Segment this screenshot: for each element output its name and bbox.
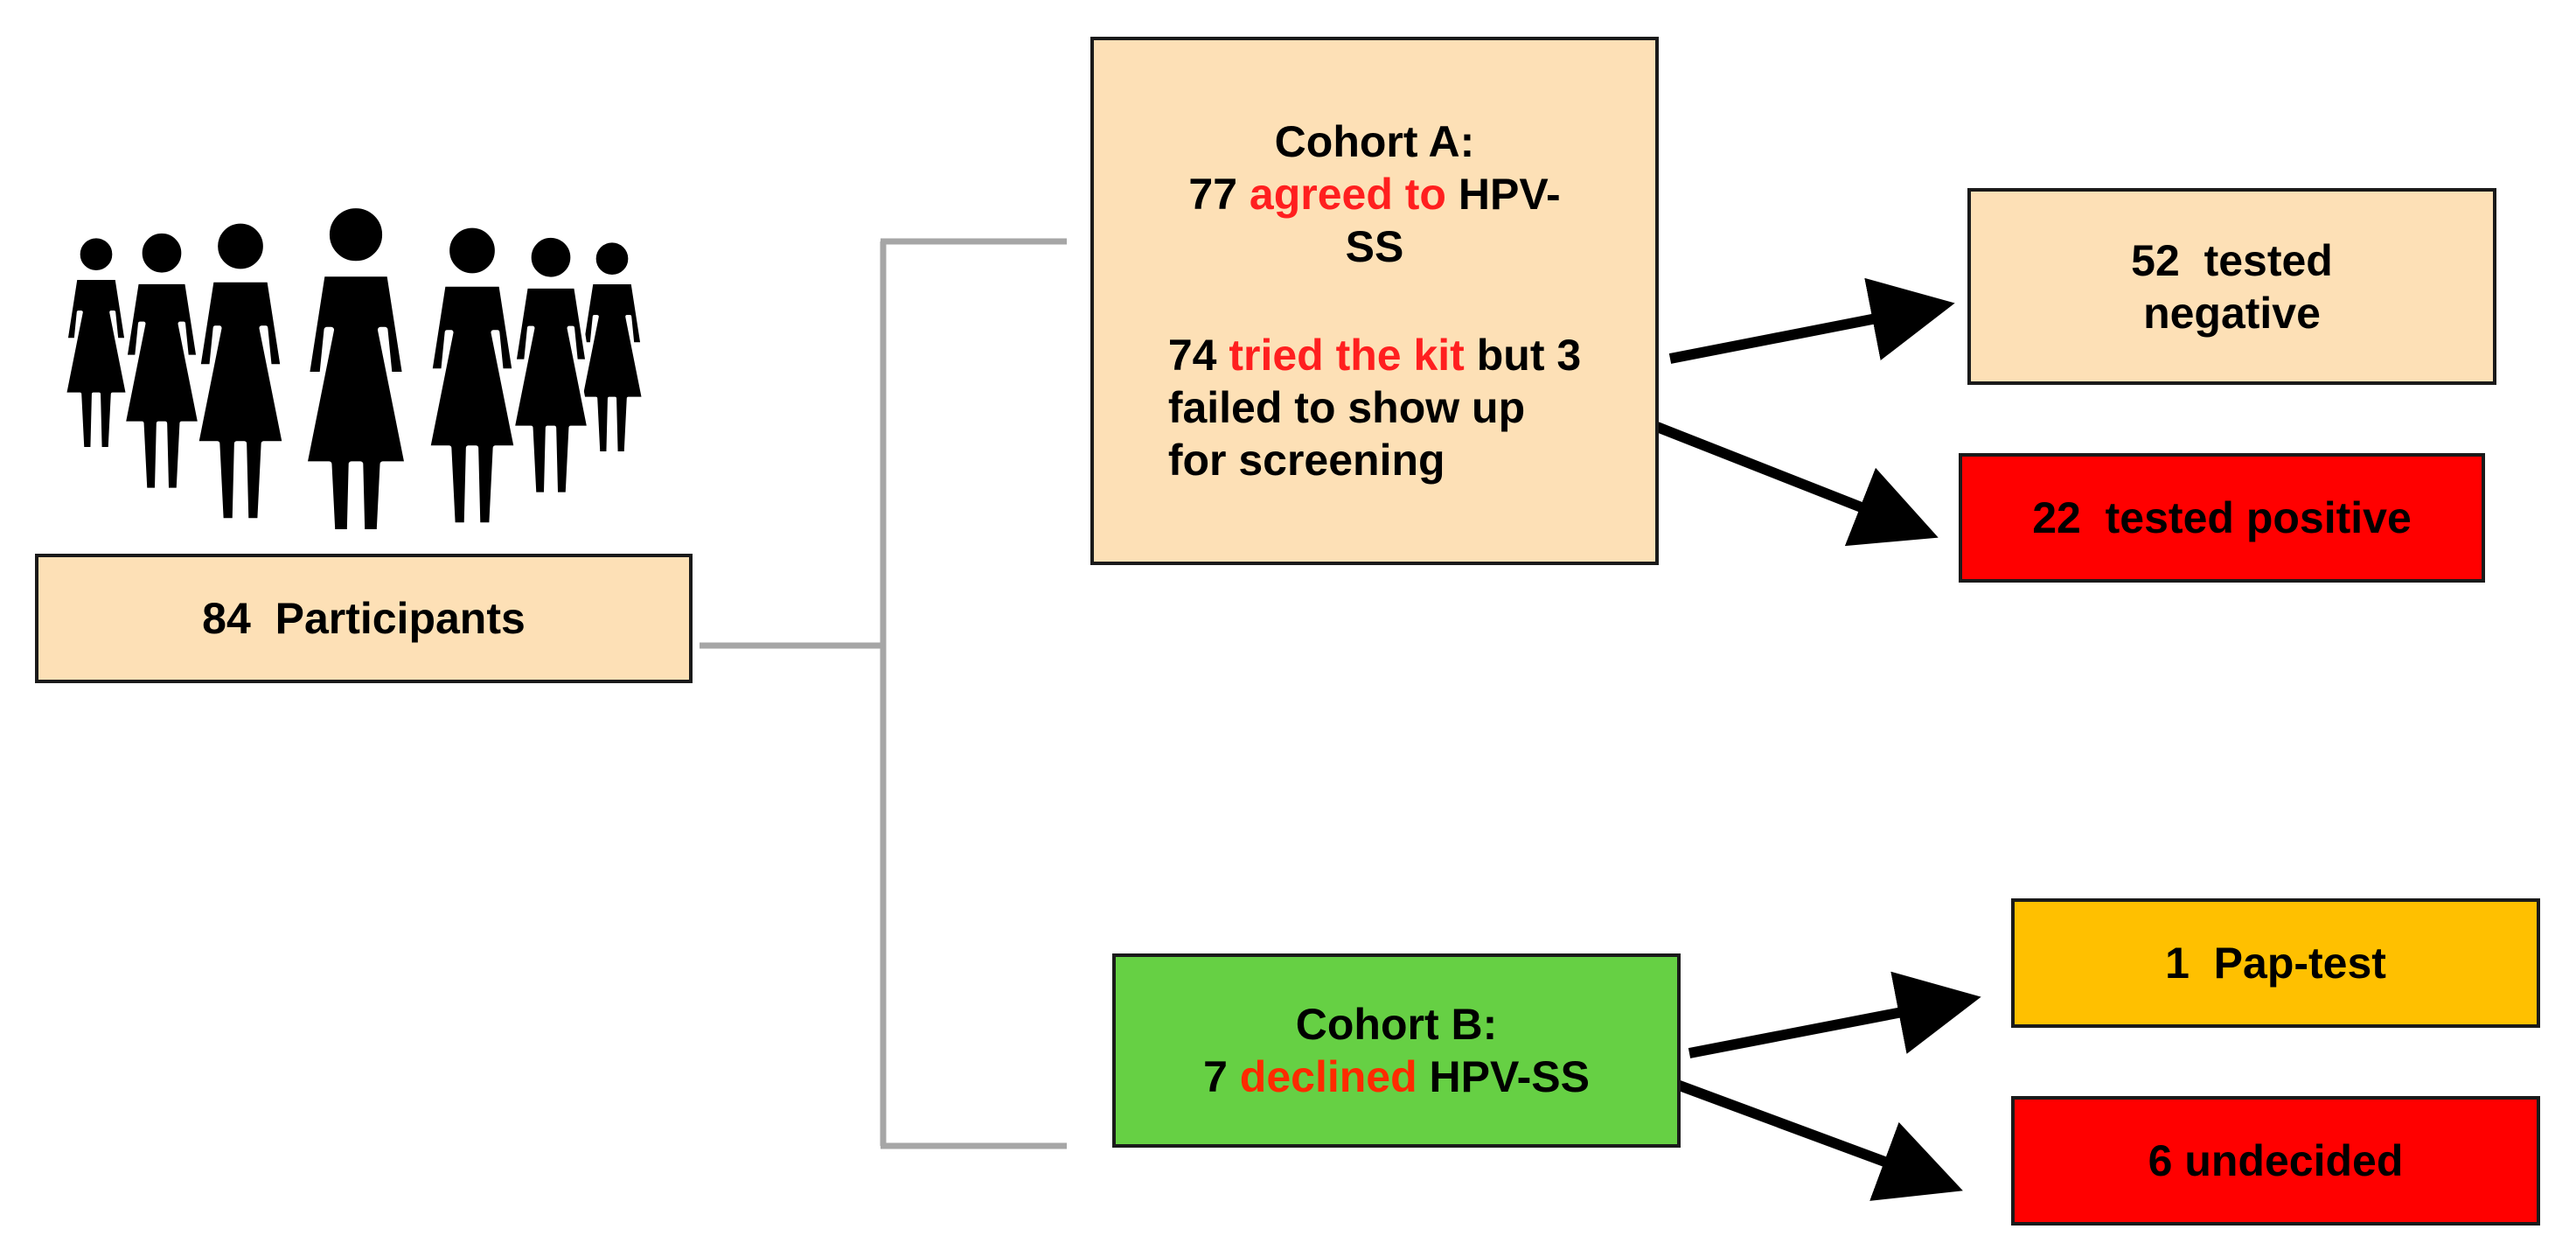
tested-negative-box: 52 tested negative (1967, 188, 2496, 385)
participants-box: 84 Participants (35, 554, 693, 683)
pap-test-box: 1 Pap-test (2011, 898, 2540, 1028)
cohort-a-title: Cohort A: (1274, 117, 1475, 166)
arrow-to-negative (1668, 277, 1955, 364)
cohort-a-agreed-line: 77 agreed to HPV- (1188, 170, 1561, 219)
tested-positive-box: 22 tested positive (1959, 453, 2485, 583)
undecided-count: 6 (2148, 1136, 2173, 1185)
bracket-connector (700, 238, 1067, 1149)
arrow-to-undecided (1674, 1079, 1963, 1201)
cohort-a-box: Cohort A: 77 agreed to HPV- SS 74 tried … (1090, 37, 1659, 565)
arrow-to-positive (1654, 422, 1939, 547)
cohort-a-tried-line: 74 tried the kit but 3 (1167, 331, 1582, 380)
cohort-b-declined-line: 7 declined HPV-SS (1203, 1052, 1590, 1101)
women-group-icon (63, 162, 645, 529)
declined-highlight: declined (1239, 1052, 1417, 1101)
undecided-box: 6 undecided (2011, 1096, 2540, 1226)
participants-label: Participants (275, 594, 526, 643)
cohort-b-box: Cohort B: 7 declined HPV-SS (1112, 953, 1681, 1148)
negative-count: 52 (2131, 235, 2180, 285)
pap-count: 1 (2165, 939, 2190, 988)
tried-highlight: tried the kit (1229, 331, 1465, 380)
agreed-highlight: agreed to (1249, 170, 1446, 219)
arrow-to-pap-test (1688, 971, 1981, 1058)
cohort-b-title: Cohort B: (1295, 1000, 1498, 1049)
participants-count: 84 (202, 594, 251, 643)
positive-count: 22 (2032, 493, 2081, 542)
